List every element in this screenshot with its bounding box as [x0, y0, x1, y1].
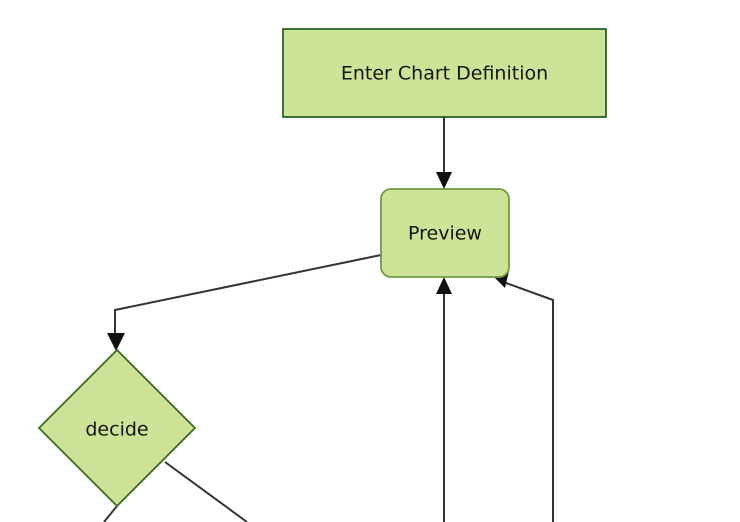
- edge-line: [164, 461, 248, 522]
- edge-preview-to-decide: [107, 254, 382, 351]
- node-enter-chart-definition[interactable]: Enter Chart Definition: [282, 28, 607, 118]
- arrowhead-icon: [436, 277, 452, 294]
- node-rounded-rectangle[interactable]: [380, 188, 510, 278]
- arrowhead-icon: [107, 333, 125, 351]
- edge-decide-to-offscreen-right: [164, 461, 248, 522]
- node-diamond[interactable]: [37, 348, 197, 508]
- node-label-enter-chart-definition: Enter Chart Definition: [341, 63, 548, 85]
- edge-line: [505, 282, 554, 522]
- edge-offscreen-center-to-preview: [436, 277, 452, 522]
- edge-line: [103, 505, 118, 522]
- edge-line: [114, 254, 382, 336]
- node-label-decide: decide: [85, 419, 148, 441]
- node-preview[interactable]: Preview: [380, 188, 510, 278]
- edge-offscreen-right-to-preview: [494, 271, 554, 522]
- arrowhead-icon: [436, 172, 452, 189]
- node-decide[interactable]: decide: [37, 348, 197, 508]
- node-label-preview: Preview: [408, 223, 482, 245]
- edge-decide-to-offscreen-left: [103, 505, 118, 522]
- node-rectangle[interactable]: [282, 28, 607, 118]
- edge-enter-to-preview: [436, 117, 452, 189]
